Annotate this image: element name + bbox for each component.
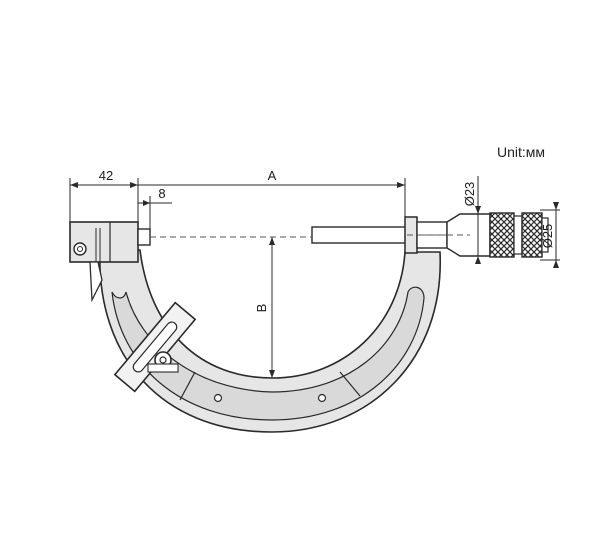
lock-clamp xyxy=(113,301,197,393)
frame-groove xyxy=(111,286,425,421)
anvil-block xyxy=(69,221,139,263)
anvil-lever xyxy=(89,261,103,303)
spindle xyxy=(311,226,408,244)
dimension-42: 42 xyxy=(99,168,113,183)
dimension-d23: Ø23 xyxy=(462,182,477,207)
dimension-d25: Ø25 xyxy=(540,224,555,249)
ratchet-knurl-1 xyxy=(489,212,515,258)
frame-screw-right xyxy=(317,393,327,403)
dimension-A: A xyxy=(268,168,277,183)
dimension-B: B xyxy=(254,304,269,313)
anvil-lock-screw xyxy=(73,242,87,256)
unit-label: Unit:мм xyxy=(497,144,546,160)
frame-screw-left xyxy=(213,393,223,403)
ratchet-knurl-2 xyxy=(521,212,543,258)
dimension-8: 8 xyxy=(158,186,165,201)
anvil-tip xyxy=(137,228,151,246)
